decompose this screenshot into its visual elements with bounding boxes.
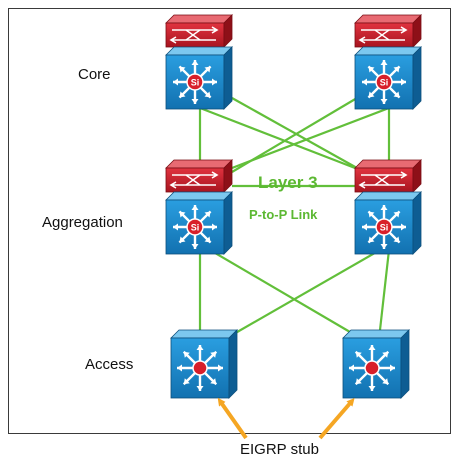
link-line	[231, 97, 358, 169]
link-line	[209, 249, 351, 333]
arrows-group	[217, 397, 355, 440]
tier-label-core: Core	[78, 66, 111, 83]
multilayer-switch-icon: Si	[354, 159, 422, 255]
tier-label-aggregation: Aggregation	[42, 214, 123, 231]
links-group	[198, 97, 391, 336]
svg-text:Si: Si	[380, 78, 389, 88]
multilayer-switch-icon: Si	[354, 14, 422, 110]
link-line	[231, 106, 390, 170]
access-switch-icon	[342, 329, 410, 399]
tier-label-access: Access	[85, 356, 134, 373]
link-line	[378, 249, 391, 331]
link-line	[231, 249, 381, 336]
eigrp-stub-label: EIGRP stub	[240, 441, 319, 458]
link-line	[199, 106, 356, 170]
arrow-to-access-right	[318, 397, 355, 440]
multilayer-switch-icon: Si	[165, 14, 233, 110]
svg-text:Si: Si	[191, 78, 200, 88]
svg-text:Si: Si	[191, 223, 200, 233]
link-label-p2p: P-to-P Link	[249, 207, 318, 222]
multilayer-switch-icon: Si	[165, 159, 233, 255]
access-switch-icon	[170, 329, 238, 399]
arrow-to-access-left	[217, 397, 248, 440]
link-label-layer3: Layer 3	[258, 173, 318, 192]
svg-text:Si: Si	[380, 223, 389, 233]
